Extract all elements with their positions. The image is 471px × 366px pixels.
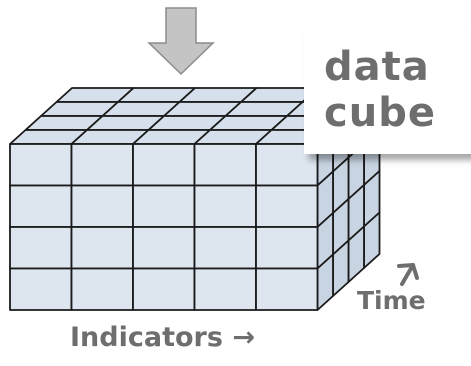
indicators-axis-label: Indicators → (70, 322, 255, 353)
front-cell (70, 184, 134, 228)
title-line-2: cube (324, 90, 436, 136)
front-cell (193, 267, 257, 311)
front-cell (132, 226, 196, 270)
front-cell (193, 143, 257, 187)
front-cell (193, 184, 257, 228)
front-cell (255, 184, 319, 228)
data-cube-label-box (304, 28, 471, 154)
time-arrow-icon (397, 263, 419, 286)
indicators-text: Indicators (70, 322, 223, 353)
front-cell (255, 226, 319, 270)
front-cell (9, 226, 73, 270)
front-cell (193, 226, 257, 270)
title-line-1: data (324, 44, 430, 90)
front-cell (9, 267, 73, 311)
front-cell (9, 184, 73, 228)
front-cell (132, 143, 196, 187)
indicators-arrow-icon: → (232, 322, 255, 353)
front-cell (70, 143, 134, 187)
front-cell (9, 143, 73, 187)
front-cell (255, 267, 319, 311)
time-axis-label: Time (357, 286, 426, 315)
front-cell (132, 184, 196, 228)
down-arrow-icon (147, 7, 215, 76)
front-cell (132, 267, 196, 311)
front-cell (70, 226, 134, 270)
data-cube (9, 87, 381, 311)
front-cell (70, 267, 134, 311)
data-cube-title: data cube (324, 44, 436, 136)
